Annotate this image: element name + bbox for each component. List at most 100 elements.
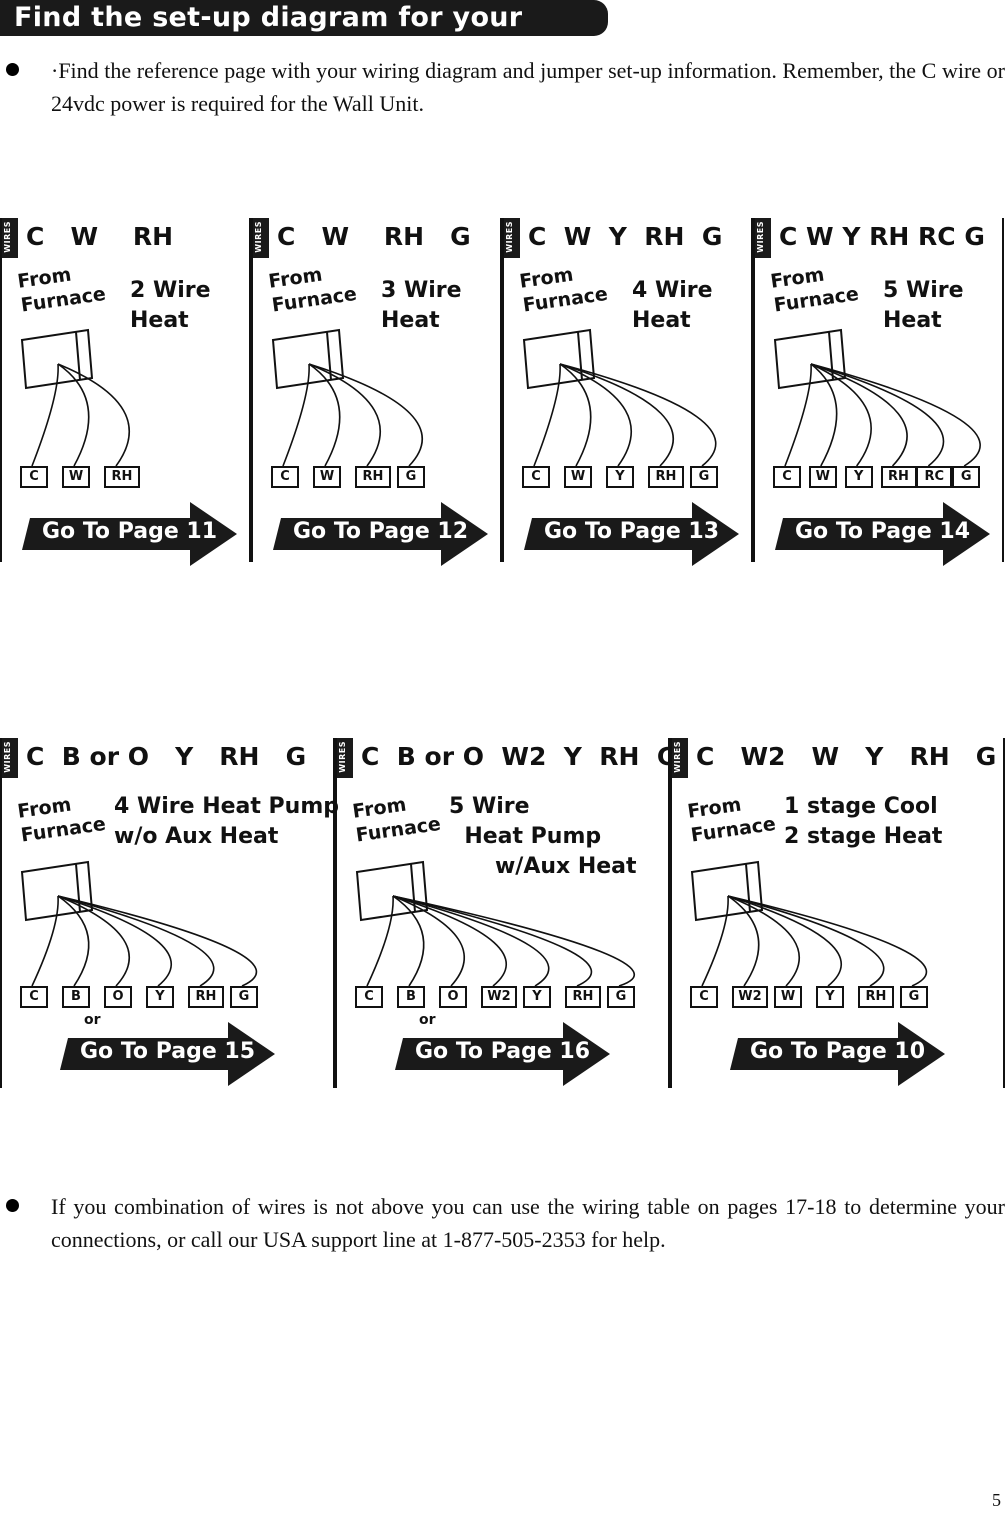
wire-line [57,895,131,987]
go-to-page-arrow: Go To Page 14 [775,502,990,566]
wire-line [392,895,636,987]
wire-header: C W Y RH RC G [779,222,985,251]
or-label: or [84,1012,101,1028]
wire-line [559,363,675,467]
wire-line [810,363,981,467]
wire-line [727,895,928,987]
section-heading: Find the set-up diagram for your system [14,2,523,64]
terminal-label: RH [880,466,917,488]
wires-tag: WIRES [337,738,353,778]
go-to-page-label: Go To Page 12 [293,519,469,544]
terminal-label: RC [916,466,953,488]
terminal-label: RH [355,466,391,488]
wire-line [701,895,729,987]
wire-line [559,363,592,467]
arrow-right-icon [524,502,739,566]
page-number: 5 [992,1490,1001,1510]
terminal-label: RH [565,986,601,1008]
diagram-title: 3 Wire Heat [381,278,462,333]
go-to-page-label: Go To Page 10 [750,1039,926,1064]
terminal-label: C [355,986,383,1008]
wire-line [57,895,90,987]
wires-tag: WIRES [672,738,688,778]
terminal-label: RH [104,466,140,488]
diagram-title: 5 Wire Heat [883,278,964,333]
terminal-label: W [808,466,837,488]
wire-header: C W RH G [277,222,471,251]
terminal-label: W2 [732,986,768,1008]
wire-line [392,895,593,987]
wire-header: C W2 W Y RH G [696,742,997,771]
wire-header: C B or O W2 Y RH G [361,742,678,771]
wire-line [533,363,561,467]
go-to-page-arrow: Go To Page 11 [22,502,237,566]
terminal-label: O [104,986,132,1008]
terminal-label: RH [188,986,224,1008]
go-to-page-arrow: Go To Page 16 [395,1022,610,1086]
wire-line [559,363,633,467]
wire-line [784,363,812,467]
diagram-title: 5 Wire Heat Pump w/Aux Heat [449,794,637,879]
arrow-right-icon [395,1022,610,1086]
furnace-connector-icon [690,860,764,922]
terminal-label: Y [523,986,551,1008]
terminal-label: Y [844,466,873,488]
wires-tag: WIRES [253,218,269,258]
wires-tag: WIRES [2,218,18,258]
furnace-connector-icon [20,860,94,922]
go-to-page-arrow: Go To Page 12 [273,502,488,566]
or-label: or [419,1012,436,1028]
terminal-label: B [62,986,90,1008]
wire-line [308,363,341,467]
terminal-label: C [522,466,550,488]
furnace-connector-icon [355,860,429,922]
go-to-page-label: Go To Page 15 [80,1039,256,1064]
wire-line [57,363,131,467]
furnace-connector-icon [20,328,94,390]
wire-bundle-diagram [20,860,258,987]
terminal-label: W [313,466,341,488]
wire-line [559,363,717,467]
wire-line [810,363,945,467]
terminal-label: C [271,466,299,488]
wire-line [308,363,424,467]
wire-line [392,895,425,987]
wire-line [727,895,801,987]
furnace-connector-icon [522,328,596,390]
wire-line [727,895,842,987]
terminal-label: W [564,466,592,488]
go-to-page-label: Go To Page 16 [415,1039,591,1064]
wires-tag: WIRES [2,738,18,778]
terminal-label: G [900,986,928,1008]
terminal-label: C [20,466,48,488]
wire-bundle-diagram [690,860,928,987]
wire-bundle-diagram [271,328,424,467]
arrow-right-icon [775,502,990,566]
terminal-label: G [397,466,425,488]
wire-line [727,895,760,987]
wire-line [392,895,550,987]
wire-bundle-diagram [20,328,131,467]
terminal-label: RH [648,466,684,488]
diagram-title: 2 Wire Heat [130,278,211,333]
terminal-label: W [62,466,90,488]
wire-line [31,895,59,987]
wire-bundle-diagram [355,860,636,987]
terminal-label: RH [858,986,894,1008]
arrow-right-icon [22,502,237,566]
wire-line [727,895,885,987]
terminal-label: B [397,986,425,1008]
terminal-label: G [607,986,635,1008]
terminal-label: G [690,466,718,488]
wires-tag: WIRES [504,218,520,258]
wire-line [308,363,382,467]
footer-note-text: If you combination of wires is not above… [51,1194,1005,1252]
wire-bundle-diagram [522,328,717,467]
wire-line [366,895,394,987]
diagram-title: 4 Wire Heat [632,278,713,333]
